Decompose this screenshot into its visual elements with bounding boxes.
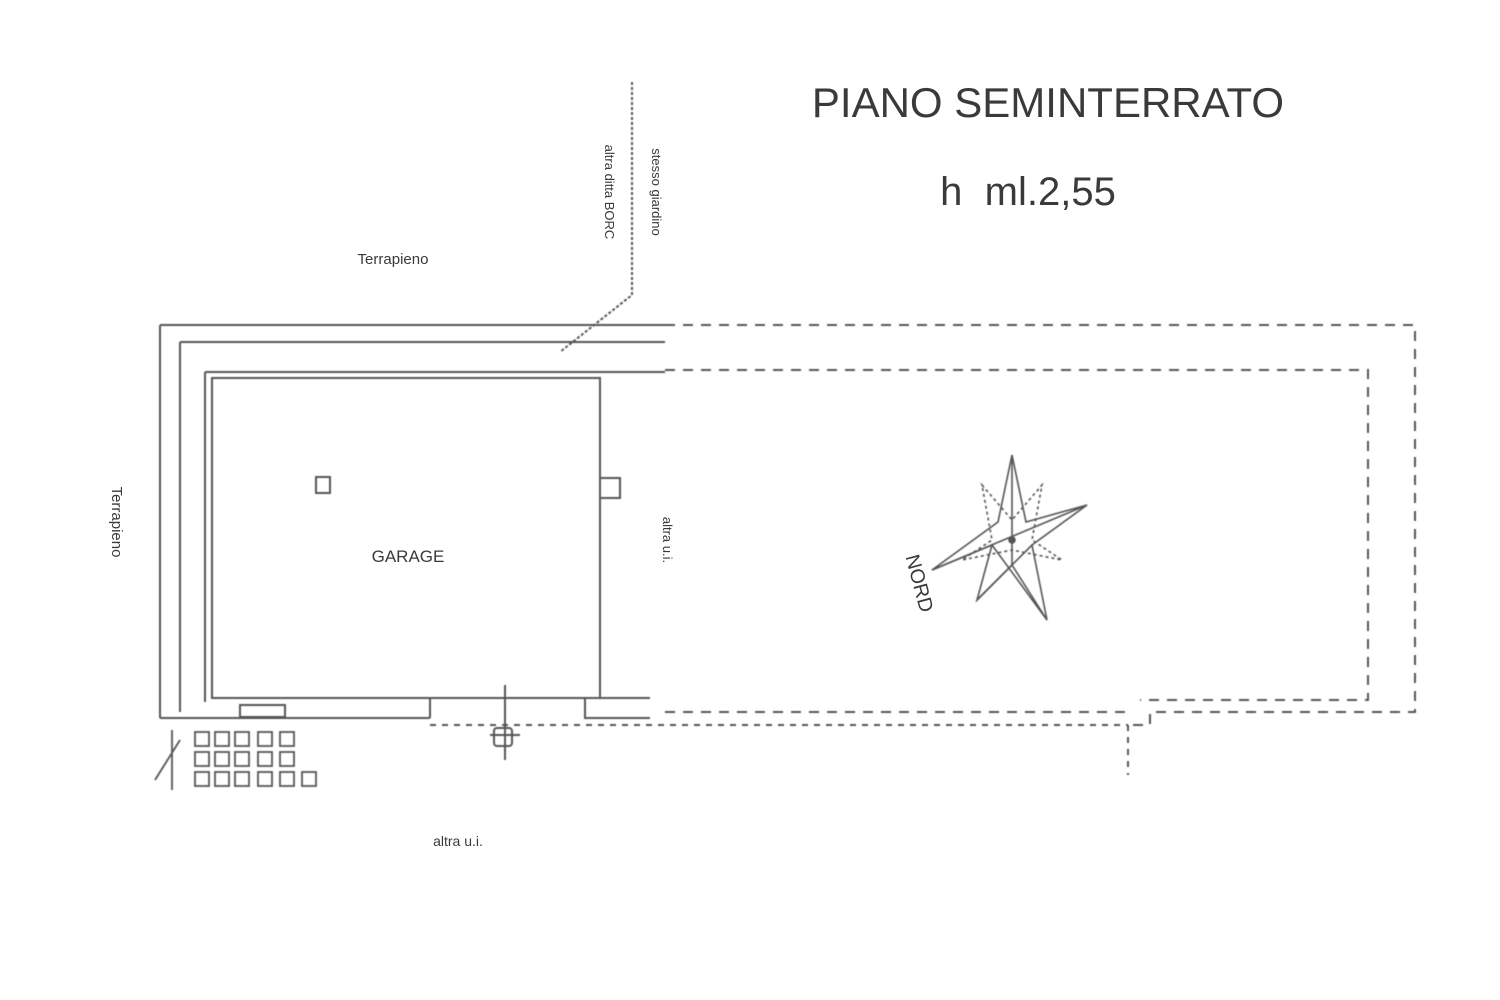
- drain-marker: [490, 685, 520, 760]
- height-label: h ml.2,55: [940, 170, 1116, 214]
- garage-room: [211, 377, 601, 699]
- terrapieno-left-label: Terrapieno: [108, 487, 125, 558]
- outer-wall: [159, 324, 665, 719]
- garage-inner-wall: [204, 371, 665, 702]
- terrapieno-top-label: Terrapieno: [358, 251, 429, 268]
- nord-label: NORD: [901, 552, 937, 615]
- garage-wall-niche: [600, 477, 621, 499]
- north-star-compass-icon: [931, 454, 1088, 621]
- garage-label: GARAGE: [372, 547, 445, 566]
- entrance-stairs: [154, 730, 317, 790]
- altra-bottom-label: altra u.i.: [433, 833, 483, 849]
- garage-door: [239, 704, 286, 718]
- plan-title: PIANO SEMINTERRATO: [812, 79, 1284, 126]
- dashed-lower-line: [430, 724, 1129, 775]
- dashed-inner-boundary: [665, 369, 1369, 701]
- drain-box: [493, 727, 513, 747]
- altra-ditta-vertical-label: altra ditta BORC: [602, 145, 617, 240]
- property-boundary-line: [559, 82, 633, 353]
- stesso-giardino-vertical-label: stesso giardino: [649, 148, 664, 235]
- dashed-outer-boundary: [665, 324, 1416, 726]
- garage-column: [315, 476, 331, 494]
- altra-ui-side-label: altra u.i.: [660, 517, 675, 563]
- garage-bottom-wall: [212, 697, 650, 719]
